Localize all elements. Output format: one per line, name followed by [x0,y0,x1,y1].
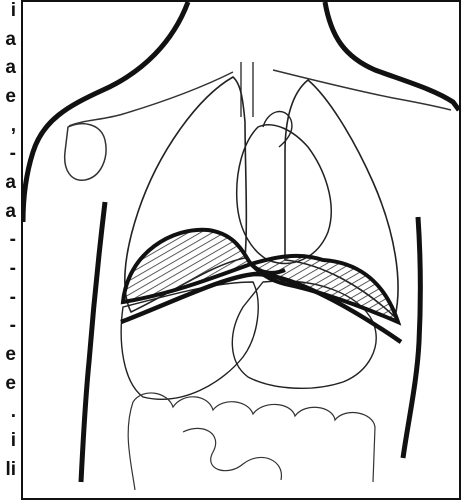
body-outline-left [23,2,188,222]
edge-char-8: a [5,202,16,221]
edge-char-7: a [5,173,16,192]
edge-char-6: - [10,144,16,163]
edge-char-13: e [5,345,16,364]
edge-char-1: i [11,1,16,20]
edge-char-3: a [5,58,16,77]
edge-char-17: li [5,460,16,479]
left-flank-line [81,202,105,482]
trachea [241,62,253,117]
body-outline-right [325,2,459,110]
left-shoulder-joint [65,124,106,181]
heart [237,125,332,264]
edge-char-11: - [10,288,16,307]
figure-frame [21,0,461,500]
diaphragm-right-dome [251,256,398,322]
edge-char-15: . [11,402,16,421]
edge-char-12: - [10,316,16,335]
cropped-text-column: i a a e , - a a - - - - e e . i li [0,0,20,501]
edge-char-10: - [10,259,16,278]
edge-char-9: - [10,230,16,249]
torso-anatomy-diagram [23,2,459,498]
edge-char-14: e [5,374,16,393]
edge-char-4: e [5,87,16,106]
edge-char-5: , [11,116,16,135]
left-clavicle [69,72,233,126]
right-flank-line [403,217,420,458]
edge-char-2: a [5,30,16,49]
intestines [128,393,375,490]
edge-char-16: i [11,431,16,450]
